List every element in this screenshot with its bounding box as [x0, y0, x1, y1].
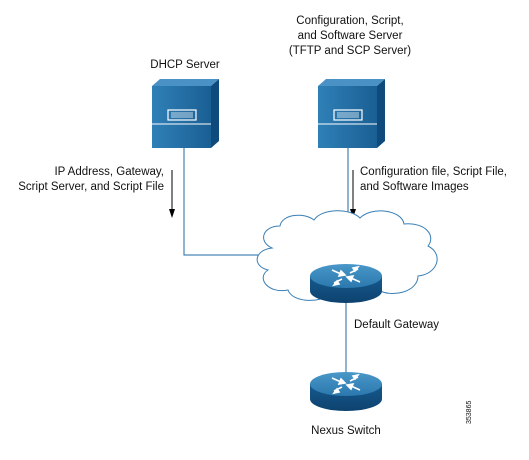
dhcp-flow-label: IP Address, Gateway, Script Server, and …	[4, 165, 164, 195]
dhcp-flow-arrow	[169, 170, 175, 218]
config-server-label-line-2: and Software Server	[297, 30, 403, 42]
nexus-switch-label: Nexus Switch	[311, 425, 381, 437]
nexus-switch-router-icon	[310, 372, 382, 411]
dhcp-server-label: DHCP Server	[150, 59, 220, 71]
dhcp-flow-label-line-2: Script Server, and Script File	[18, 181, 164, 193]
default-gateway-label: Default Gateway	[354, 319, 440, 331]
network-cloud-icon	[256, 210, 438, 301]
connection-lines	[183, 148, 349, 376]
config-server-label: Configuration, Script, and Software Serv…	[268, 14, 432, 59]
dhcp-to-cloud-line	[183, 148, 262, 256]
config-server-label-line-1: Configuration, Script,	[296, 15, 404, 27]
dhcp-flow-label-line-1: IP Address, Gateway,	[54, 166, 164, 178]
figure-id: 353865	[466, 400, 473, 424]
config-flow-label-line-1: Configuration file, Script File,	[360, 166, 508, 178]
config-flow-arrow	[350, 170, 356, 218]
config-flow-label-line-2: and Software Images	[360, 181, 469, 193]
default-gateway-router-icon	[310, 264, 382, 303]
config-flow-label: Configuration file, Script File, and Sof…	[360, 165, 525, 195]
config-server-icon	[318, 79, 385, 148]
config-server-label-line-3: (TFTP and SCP Server)	[288, 45, 412, 57]
dhcp-server-icon	[152, 79, 219, 148]
